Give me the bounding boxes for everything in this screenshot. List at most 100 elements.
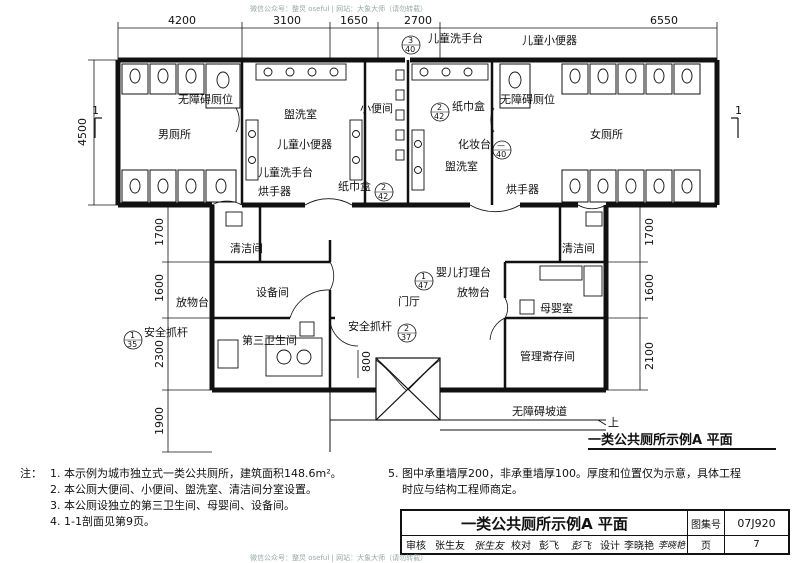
- title-block-review-label: 审核: [406, 541, 426, 552]
- right-dimension-chain: [606, 204, 648, 391]
- left-dimension-chain: [88, 59, 212, 453]
- detail-ref-tissue-right-num: 2: [437, 103, 442, 112]
- detail-ref-grab-bar-left-num: 1: [130, 331, 135, 340]
- notes: 注： 1. 本示例为城市独立式一类公共厕所，建筑面积148.6m²。 2. 本公…: [14, 466, 784, 528]
- detail-ref-baby-table-num: 1: [421, 272, 426, 281]
- note-2: 2. 本公厕大便间、小便间、盥洗室、清洁间分室设置。: [50, 483, 317, 496]
- note-1: 1. 本示例为城市独立式一类公共厕所，建筑面积148.6m²。: [50, 467, 342, 480]
- watermark-bottom: 微信公众号：整炅 oseful | 网站：大象大师（请勿转载）: [250, 554, 428, 562]
- note-3: 3. 本公厕设独立的第三卫生间、母婴间、设备间。: [50, 499, 295, 512]
- room-cleaning-left: 清洁间: [230, 242, 263, 255]
- partitions: [212, 60, 606, 390]
- title-block-design-label: 设计: [600, 541, 620, 552]
- detail-ref-vanity: — 40: [492, 140, 512, 160]
- stalls-mens-top: [121, 63, 241, 203]
- title-block-designer: 李晓艳: [624, 541, 654, 552]
- label-vanity: 化妆台: [458, 137, 491, 151]
- title-block-reviewer: 张生友: [435, 541, 465, 552]
- detail-ref-baby-table-page: 47: [418, 281, 428, 290]
- stalls-womens: [499, 63, 701, 203]
- label-shelf-right: 放物台: [457, 285, 490, 299]
- mother-baby-fixtures: [519, 265, 603, 315]
- label-grab-bar-left: 安全抓杆: [144, 325, 188, 339]
- label-child-urinal-right: 儿童小便器: [522, 33, 577, 47]
- detail-ref-tissue-left-page: 42: [378, 192, 388, 201]
- top-dimension-chain: [117, 22, 718, 60]
- title-block-check-sign: 彭飞: [571, 541, 591, 552]
- detail-ref-tissue-right: 2 42: [430, 102, 450, 122]
- section-marker-left: [94, 117, 102, 138]
- dim-top-1: 4200: [168, 14, 196, 27]
- label-accessible-stall-left: 无障碍厕位: [178, 92, 233, 106]
- third-restroom-fixtures: [217, 321, 323, 377]
- floor-plan: 4200 3100 1650 2700 6550 4500 1700 1600 …: [76, 14, 776, 453]
- dim-right-1: 1700: [643, 218, 656, 246]
- room-washroom-left: 盥洗室: [284, 107, 317, 121]
- room-mens: 男厕所: [158, 128, 191, 141]
- label-child-basin-left: 儿童洗手台: [258, 165, 313, 179]
- dim-left-3: 2300: [153, 340, 166, 368]
- section-marker-left-label: 1: [92, 104, 99, 117]
- note-5a: 5. 图中承重墙厚200，非承重墙厚100。厚度和位置仅为示意，具体工程: [388, 467, 741, 480]
- label-ramp: 无障碍坡道: [512, 404, 567, 418]
- dim-left-2: 1600: [153, 274, 166, 302]
- detail-ref-grab-bar-left-page: 35: [127, 340, 137, 349]
- dim-left-total: 4500: [76, 118, 89, 146]
- plan-title: 一类公共厕所示例A 平面: [588, 432, 733, 448]
- watermark-top: 微信公众号：整炅 oseful | 网站：大象大师（请勿转载）: [250, 5, 428, 13]
- label-accessible-stall-right: 无障碍厕位: [500, 92, 555, 106]
- detail-ref-vanity-num: —: [497, 141, 505, 150]
- detail-ref-grab-bar-mid-num: 2: [404, 324, 409, 333]
- ramp: [329, 390, 607, 452]
- dim-top-5: 6550: [650, 14, 678, 27]
- dim-door: 800: [360, 351, 373, 372]
- detail-ref-grab-bar-mid: 2 37: [397, 323, 417, 343]
- basins: [245, 63, 489, 191]
- notes-head: 注：: [20, 467, 42, 480]
- room-urinal: 小便间: [360, 102, 393, 115]
- title-block-atlas-label: 图集号: [691, 519, 721, 531]
- title-block-checker: 彭飞: [539, 541, 559, 552]
- room-cleaning-right: 清洁间: [562, 242, 595, 255]
- room-third-restroom: 第三卫生间: [242, 333, 297, 347]
- title-block-design-sign: 李晓艳: [657, 541, 685, 551]
- room-washroom-right: 盥洗室: [445, 159, 478, 173]
- title-block: 一类公共厕所示例A 平面 图集号 07J920 审核 张生友 张生友 校对 彭飞…: [400, 509, 790, 555]
- detail-ref-grab-bar-left: 1 35: [123, 330, 143, 350]
- detail-ref-baby-table: 1 47: [414, 271, 434, 291]
- room-lobby: 门厅: [398, 294, 420, 308]
- walls: [115, 57, 720, 393]
- label-grab-bar-mid: 安全抓杆: [348, 319, 392, 333]
- cleaning-fixtures: [225, 211, 603, 227]
- detail-ref-tissue-left-num: 2: [381, 183, 386, 192]
- room-womens: 女厕所: [590, 127, 623, 141]
- note-5b: 时应与结构工程师商定。: [402, 483, 523, 496]
- detail-ref-vanity-page: 40: [496, 150, 506, 159]
- entrance-door: [375, 357, 441, 421]
- detail-ref-tissue-left: 2 42: [374, 182, 394, 202]
- label-tissue-right: 纸巾盒: [452, 99, 485, 113]
- section-marker-right-label: 1: [735, 104, 742, 117]
- title-block-review-sign: 张生友: [474, 541, 504, 552]
- label-up: 上: [608, 416, 619, 429]
- title-block-check-label: 校对: [511, 541, 531, 552]
- title-block-page-no: 7: [753, 539, 760, 550]
- toilet-fixtures: [129, 68, 693, 194]
- dim-right-2: 1600: [643, 274, 656, 302]
- label-shelf-left: 放物台: [176, 295, 209, 309]
- dim-top-2: 3100: [273, 14, 301, 27]
- room-mother-baby: 母婴室: [540, 301, 573, 315]
- title-block-page-label: 页: [701, 541, 711, 552]
- room-equipment: 设备间: [256, 285, 289, 299]
- dim-right-3: 2100: [643, 342, 656, 370]
- dim-top-3: 1650: [340, 14, 368, 27]
- label-child-basin-top: 儿童洗手台: [428, 31, 483, 45]
- note-4: 4. 1-1剖面见第9页。: [50, 515, 155, 528]
- detail-ref-tissue-right-page: 42: [434, 112, 444, 121]
- dim-left-4: 1900: [153, 407, 166, 435]
- label-hand-dryer-left: 烘手器: [258, 184, 291, 198]
- dim-top-4: 2700: [404, 14, 432, 27]
- detail-ref-grab-bar-mid-page: 37: [401, 333, 411, 342]
- label-tissue-left: 纸巾盒: [338, 179, 371, 193]
- dim-left-1: 1700: [153, 218, 166, 246]
